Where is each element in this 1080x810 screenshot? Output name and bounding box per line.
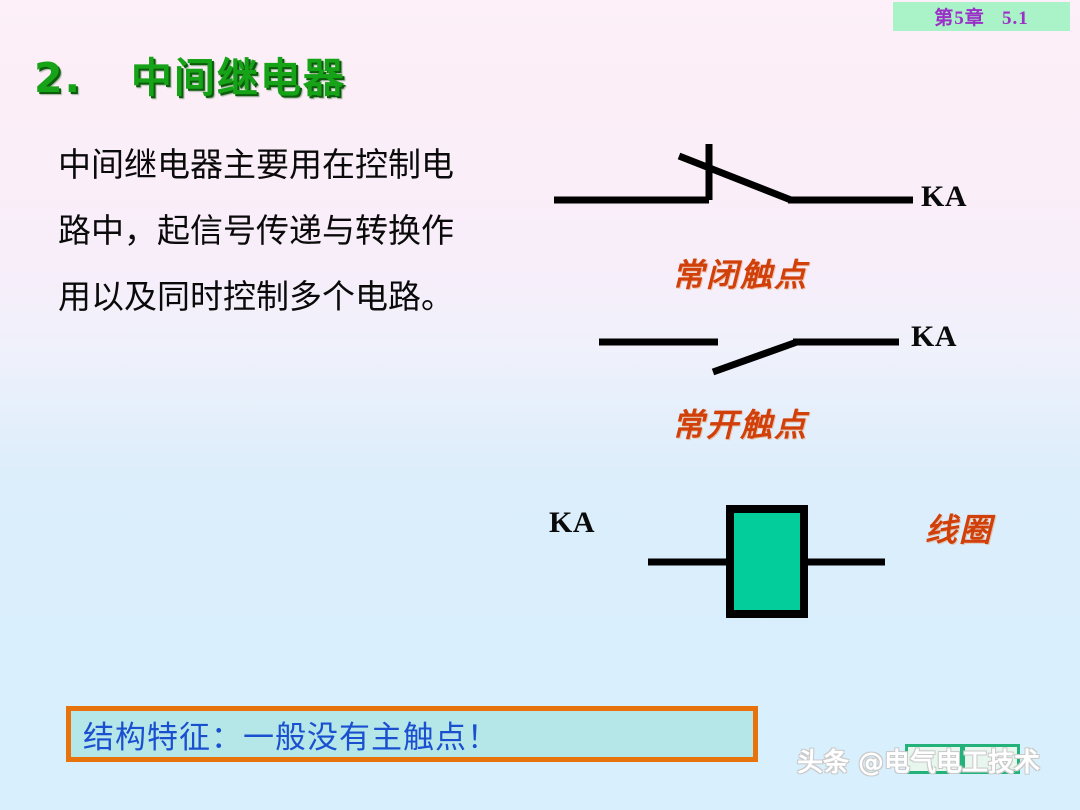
coil-device-label: KA — [549, 506, 595, 539]
normally-open-contact-symbol — [599, 338, 899, 376]
body-paragraph: 中间继电器主要用在控制电路中，起信号传递与转换作用以及同时控制多个电路。 — [58, 145, 454, 316]
watermark-green-artifact — [905, 744, 1020, 774]
nc-contact-caption: 常闭触点 — [672, 256, 809, 294]
coil-symbol — [648, 505, 885, 618]
watermark-label: 头条 @电气电工技术 — [797, 748, 1041, 778]
coil-caption: 线圈 — [925, 511, 994, 549]
page-title: 2. 中间继电器 — [34, 54, 346, 102]
conclusion-callout-box: 结构特征：一般没有主触点！ — [66, 706, 758, 762]
no-contact-device-label: KA — [911, 320, 957, 353]
no-contact-caption: 常开触点 — [672, 406, 809, 444]
normally-closed-contact-symbol — [554, 144, 913, 204]
conclusion-text: 结构特征：一般没有主触点！ — [83, 719, 499, 756]
chapter-badge-label: 第5章 5.1 — [934, 8, 1029, 29]
nc-contact-device-label: KA — [921, 180, 967, 213]
chapter-badge: 第5章 5.1 — [893, 2, 1070, 31]
